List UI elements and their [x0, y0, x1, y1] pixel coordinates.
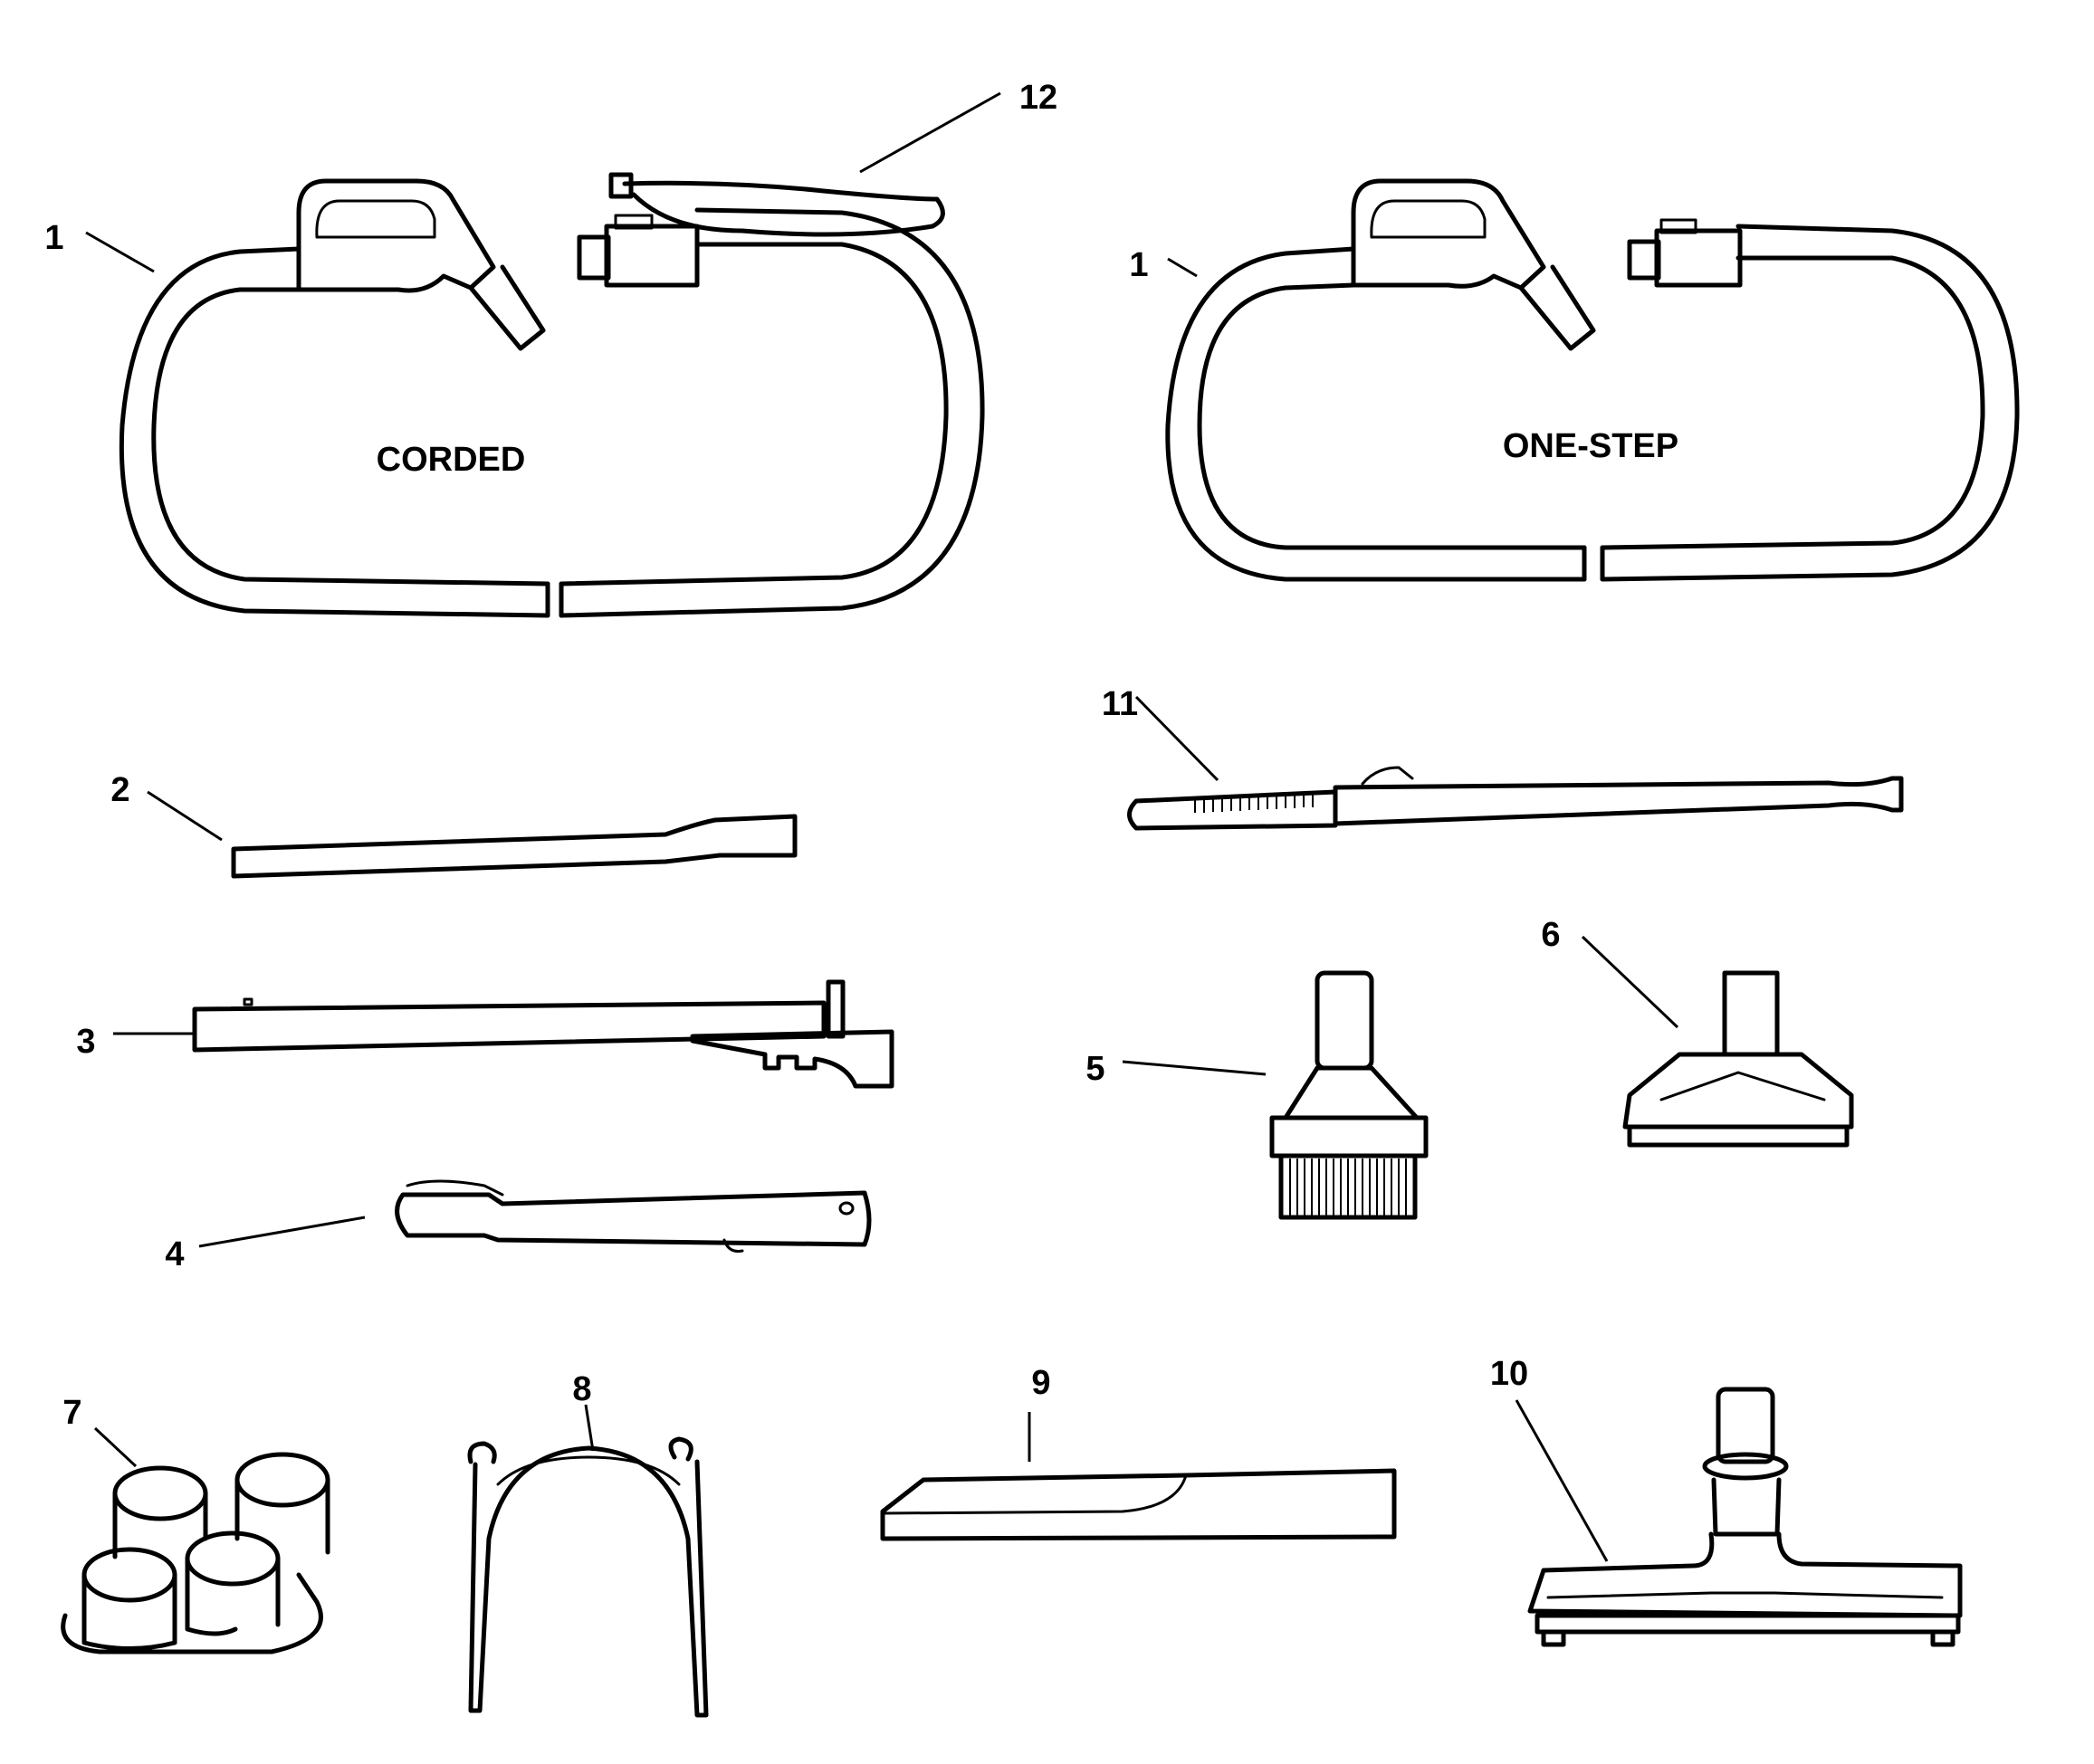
onestep-hose-label: ONE-STEP [1503, 427, 1678, 465]
callout-5: 5 [1085, 1050, 1104, 1088]
callout-11: 11 [1102, 685, 1138, 723]
callout-9: 9 [1031, 1364, 1050, 1402]
callout-12: 12 [1019, 79, 1057, 117]
onestep-hose [1165, 178, 2020, 582]
upholstery-tool [1622, 970, 1854, 1148]
callout-10: 10 [1490, 1355, 1528, 1393]
callout-6: 6 [1541, 916, 1560, 954]
callout-4: 4 [165, 1235, 184, 1273]
tool-holder [61, 1452, 330, 1654]
leader-lines [85, 91, 1679, 1562]
crevice-tool [880, 1468, 1397, 1541]
wand-handle [395, 1179, 872, 1253]
callout-8: 8 [572, 1370, 591, 1408]
wand-clip [467, 1436, 709, 1718]
corded-hose [119, 178, 985, 618]
dusting-brush [1269, 970, 1429, 1220]
power-cord [608, 172, 945, 237]
callout-1-onestep: 1 [1129, 246, 1148, 284]
extension-wand [231, 814, 798, 879]
power-wand [192, 979, 894, 1089]
callout-1-corded: 1 [44, 219, 63, 257]
callout-7: 7 [62, 1394, 81, 1432]
telescoping-wand [1127, 766, 1904, 831]
corded-hose-label: CORDED [377, 441, 526, 479]
floor-tool [1527, 1387, 1963, 1647]
callout-2: 2 [110, 771, 129, 809]
callout-3: 3 [76, 1023, 95, 1061]
